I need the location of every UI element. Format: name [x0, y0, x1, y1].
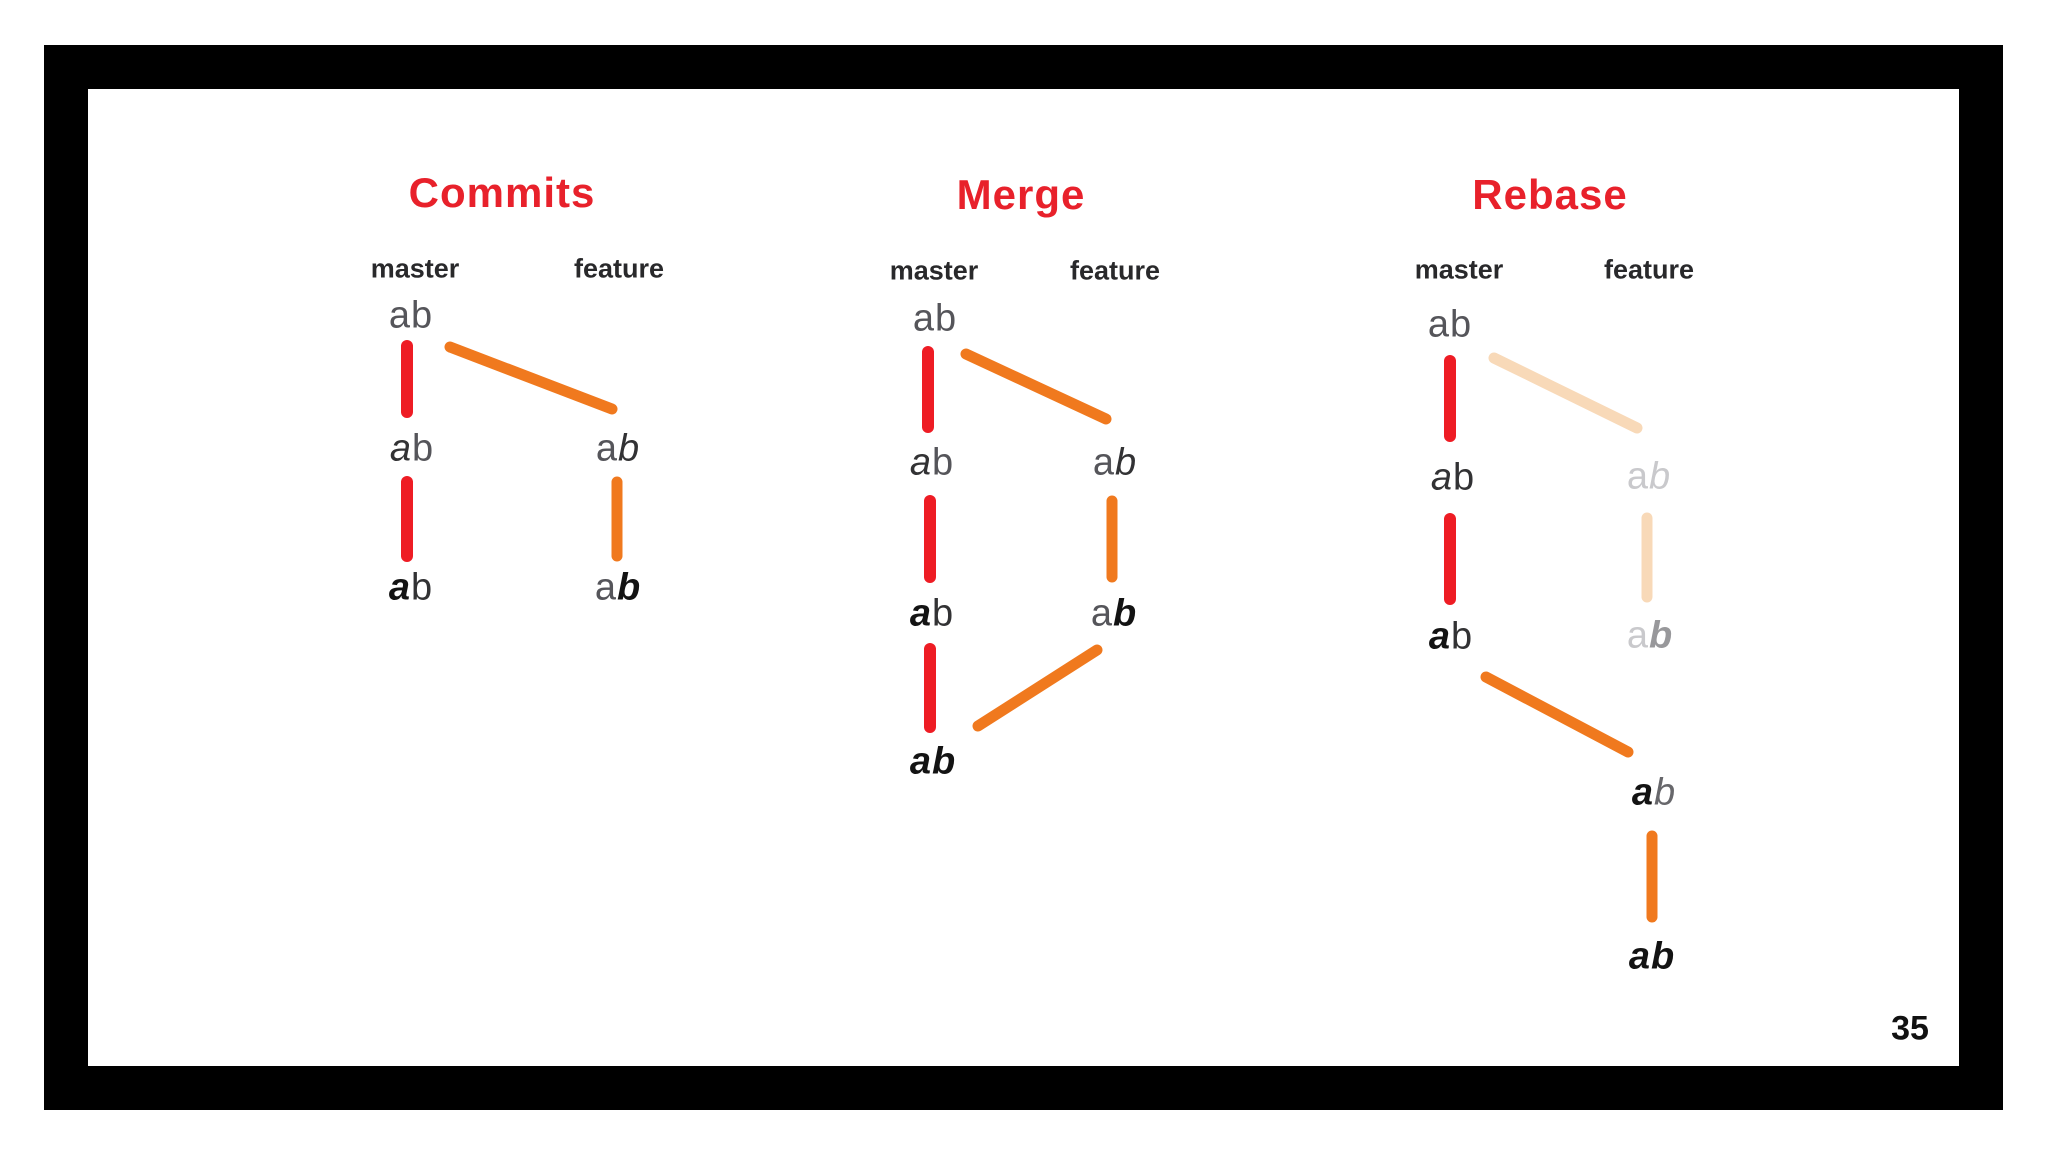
node-letter: a — [1628, 935, 1651, 978]
merge-master-node-3: ab — [910, 593, 954, 636]
node-letter: a — [909, 592, 932, 635]
slide-frame — [44, 45, 2003, 1110]
node-letter: a — [909, 441, 932, 484]
column-header-master: master — [370, 253, 460, 284]
node-letter: b — [1112, 592, 1138, 635]
diagram-title-merge: Merge — [956, 171, 1086, 218]
node-letter: b — [1451, 615, 1474, 658]
rebase-new-feature-node-1: ab — [1632, 772, 1676, 815]
column-header-master: master — [889, 255, 979, 286]
merge-feature-node-2: ab — [1091, 593, 1137, 636]
commits-master-node-3: ab — [389, 567, 433, 610]
merge-feature-node-1: ab — [1093, 442, 1137, 485]
node-letter: b — [1115, 441, 1138, 484]
node-letter: a — [1626, 455, 1649, 498]
node-letter: b — [1450, 303, 1473, 346]
merge-merged-node: ab — [910, 741, 956, 784]
merge-master-node-2: ab — [910, 442, 954, 485]
page-number: 35 — [1891, 1009, 1929, 1048]
node-letter: a — [595, 427, 618, 470]
merge-merge-edge — [972, 644, 1103, 732]
node-letter: b — [931, 740, 957, 783]
node-letter: b — [618, 427, 641, 470]
node-letter: a — [594, 566, 617, 609]
node-letter: a — [1428, 615, 1451, 658]
rebase-old-feature-node-1: ab — [1627, 456, 1671, 499]
column-header-feature: feature — [1603, 254, 1695, 285]
rebase-master-node-3: ab — [1429, 616, 1473, 659]
merge-master-node-1: ab — [913, 298, 957, 341]
node-letter: b — [1650, 935, 1676, 978]
node-letter: b — [411, 566, 434, 609]
node-letter: b — [616, 566, 642, 609]
node-letter: a — [388, 566, 411, 609]
rebase-replay-edge — [1480, 671, 1634, 758]
node-letter: a — [1092, 441, 1115, 484]
node-letter: b — [411, 294, 434, 337]
diagram-title-rebase: Rebase — [1472, 171, 1628, 218]
node-letter: a — [912, 297, 935, 340]
node-letter: b — [1648, 614, 1674, 657]
rebase-old-branch-edge — [1488, 352, 1643, 434]
rebase-master-node-2: ab — [1431, 457, 1475, 500]
node-letter: a — [1631, 771, 1654, 814]
commits-feature-node-2: ab — [595, 567, 641, 610]
node-letter: a — [388, 294, 411, 337]
column-header-feature: feature — [573, 253, 665, 284]
node-letter: b — [1453, 456, 1476, 499]
node-letter: a — [1626, 614, 1649, 657]
node-letter: b — [1654, 771, 1677, 814]
node-letter: b — [935, 297, 958, 340]
node-letter: b — [932, 592, 955, 635]
merge-branch-edge — [960, 348, 1112, 425]
commits-branch-edge — [444, 341, 618, 415]
node-letter: b — [932, 441, 955, 484]
diagram-title-commits: Commits — [408, 169, 596, 216]
commits-feature-node-1: ab — [596, 428, 640, 471]
node-letter: a — [1430, 456, 1453, 499]
rebase-old-feature-node-2: ab — [1627, 615, 1673, 658]
column-header-feature: feature — [1069, 255, 1161, 286]
node-letter: b — [412, 427, 435, 470]
commits-master-node-2: ab — [390, 428, 434, 471]
node-letter: a — [909, 740, 932, 783]
node-letter: a — [1427, 303, 1450, 346]
rebase-new-feature-node-2: ab — [1629, 936, 1675, 979]
node-letter: a — [1090, 592, 1113, 635]
node-letter: b — [1649, 455, 1672, 498]
commits-master-node-1: ab — [389, 295, 433, 338]
node-letter: a — [389, 427, 412, 470]
rebase-master-node-1: ab — [1428, 304, 1472, 347]
column-header-master: master — [1414, 254, 1504, 285]
